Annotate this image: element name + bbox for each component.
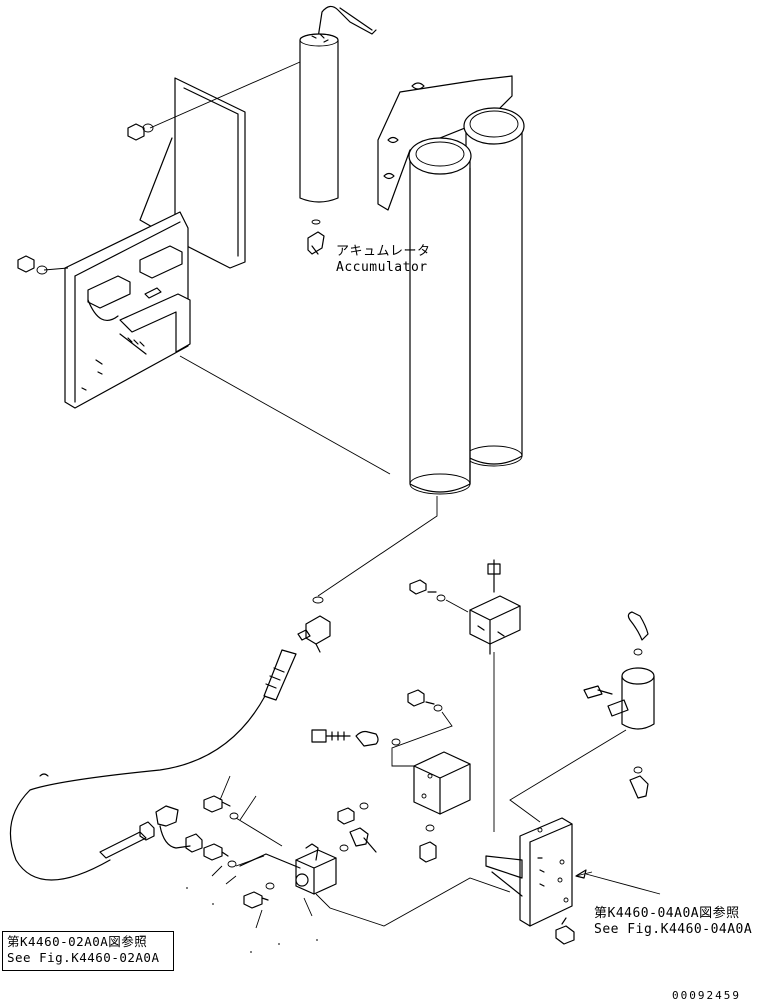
reference-right-en: See Fig.K4460-04A0A [594, 922, 753, 937]
accumulator-label-en: Accumulator [336, 260, 428, 275]
arrow-icon [576, 870, 586, 878]
nut-washer-lower [18, 256, 47, 274]
reference-box-left: 第K4460-02A0A図参照 See Fig.K4460-02A0A [2, 931, 174, 971]
reference-right-jp: 第K4460-04A0A図参照 [594, 906, 740, 921]
leader-line [180, 356, 390, 474]
accumulator-fitting [308, 220, 324, 254]
leader-line [586, 874, 660, 894]
mounting-bracket [65, 78, 245, 408]
reference-left-jp: 第K4460-02A0A図参照 [7, 934, 148, 949]
valve-plate [486, 818, 574, 944]
filter-cylinders [378, 76, 524, 494]
tick-marks [186, 776, 318, 952]
leader-line [44, 268, 68, 270]
drawing-code: 00092459 [672, 989, 741, 1002]
leader-line [576, 872, 592, 876]
nut-washer-upper [128, 124, 153, 140]
hose-assembly [10, 597, 330, 880]
accumulator-label-jp: アキュムレータ [336, 244, 431, 259]
accumulator [300, 6, 376, 202]
leader-line [318, 496, 437, 596]
lower-valve [240, 844, 510, 926]
fittings-cluster [100, 796, 282, 908]
leader-line [150, 62, 300, 128]
small-accumulator [510, 612, 654, 822]
reference-left-en: See Fig.K4460-02A0A [7, 950, 160, 965]
manifold-block [312, 690, 470, 862]
solenoid-valve [410, 560, 520, 654]
